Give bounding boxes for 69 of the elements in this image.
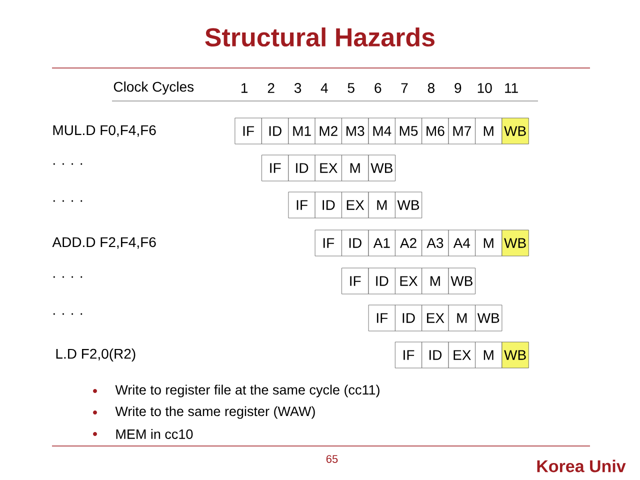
stage-cell: M6 (422, 118, 449, 144)
ellipsis: . . . . (54, 313, 82, 315)
stage-cell: M7 (448, 118, 476, 144)
stage-cell: WB (448, 268, 476, 294)
stage-cell: ID (368, 268, 396, 294)
stage-cell: M1 (288, 118, 316, 144)
stage-cell: EX (394, 268, 422, 294)
slide-title: Structural Hazards (205, 27, 434, 47)
stage-cell: ID (342, 230, 369, 256)
ellipsis: . . . . (54, 200, 82, 202)
stage-cell: M (475, 230, 502, 256)
bullet-text: MEM in cc10 (116, 429, 193, 439)
stage-cell: IF (288, 192, 316, 218)
cycle-number: 2 (268, 83, 274, 93)
stage-cell: M3 (342, 118, 369, 144)
stage-cell: ID (262, 118, 289, 144)
cycle-number: 6 (374, 83, 382, 93)
stage-cell: M (368, 192, 396, 218)
stage-cell: A4 (448, 230, 476, 256)
stage-cell: EX (422, 304, 449, 332)
stage-cell: IF (314, 230, 342, 256)
instruction-text: L.D F2,0(R2) (56, 348, 136, 362)
stage-cell: ID (314, 192, 342, 218)
stage-cell: IF (234, 118, 262, 144)
stage-cell: WB (502, 342, 529, 368)
stage-cell: M4 (368, 118, 396, 144)
stage-cell: ID (288, 154, 316, 182)
cycle-number: 10 (478, 83, 492, 93)
cycle-number: 7 (401, 83, 408, 93)
bullet-text: Write to register file at the same cycle (cc11) (115, 384, 380, 398)
footer-text: Korea Univ (537, 460, 626, 472)
bullet-text: Write to the same register (WAW) (115, 406, 315, 419)
stage-cell: IF (368, 304, 396, 332)
stage-cell: EX (448, 342, 476, 368)
stage-cell: M5 (394, 118, 422, 144)
stage-cell: M (342, 154, 369, 182)
instruction-text: ADD.D F2,F4,F6 (52, 237, 156, 249)
stage-cell: M (448, 304, 476, 332)
stage-cell: IF (262, 154, 289, 182)
instruction-text: MUL.D F0,F4,F6 (53, 125, 156, 137)
ellipsis: . . . . (54, 163, 82, 165)
cycle-number: 1 (241, 83, 248, 93)
stage-cell: M (475, 342, 502, 368)
stage-cell: WB (475, 304, 502, 332)
stage-cell: M (475, 118, 502, 144)
cycle-number: 5 (348, 83, 354, 93)
stage-cell: WB (394, 192, 422, 218)
stage-cell: IF (342, 268, 369, 294)
cycle-number: 3 (294, 83, 302, 93)
cycle-number: 4 (320, 83, 328, 93)
cycle-number: 8 (428, 83, 434, 93)
stage-cell: IF (394, 342, 422, 368)
stage-cell: A2 (394, 230, 422, 256)
stage-cell: A3 (422, 230, 449, 256)
stage-cell: M2 (314, 118, 342, 144)
stage-cell: ID (394, 304, 422, 332)
stage-cell: EX (342, 192, 369, 218)
ellipsis: . . . . (54, 276, 82, 278)
stage-cell: WB (368, 154, 396, 182)
axis-title: Clock Cycles (114, 81, 194, 95)
cycle-number: 11 (505, 83, 518, 93)
stage-cell: WB (502, 118, 529, 144)
cycle-number: 9 (454, 83, 462, 93)
stage-cell: ID (422, 342, 449, 368)
stage-cell: A1 (368, 230, 396, 256)
stage-cell: WB (502, 230, 529, 256)
stage-cell: EX (314, 154, 342, 182)
page-number: 65 (326, 455, 338, 463)
stage-cell: M (422, 268, 449, 294)
